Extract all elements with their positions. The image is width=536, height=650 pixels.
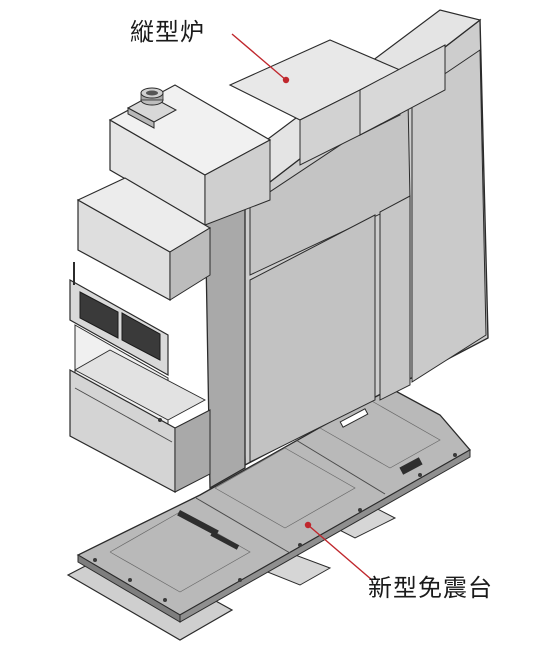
seismic-isolation-base [66, 387, 472, 641]
label-seismic-isolation-base: 新型免震台 [368, 574, 493, 602]
callout-base [304, 521, 373, 581]
base-plate-edge [179, 449, 471, 623]
furnace-window-left [79, 291, 119, 339]
furnace-exhaust-port [126, 87, 178, 129]
vertical-furnace [69, 9, 489, 493]
furnace-window-right [121, 312, 161, 361]
leader-dot-base [304, 521, 312, 529]
leader-dot-furnace [282, 76, 290, 84]
leader-line-furnace [231, 33, 287, 81]
leader-line-base [307, 524, 373, 581]
callout-furnace [231, 33, 290, 84]
furnace-column-side [204, 178, 246, 490]
label-vertical-furnace: 縦型炉 [130, 18, 205, 46]
